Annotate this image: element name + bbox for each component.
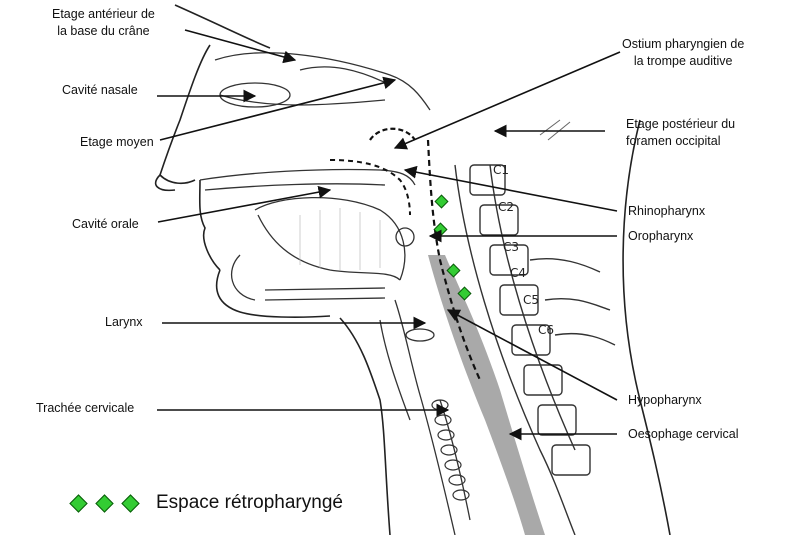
arrow-etage-anterieur <box>184 29 297 64</box>
label-etage-posterieur-line2: foramen occipital <box>626 134 721 148</box>
legend-marker-diamond <box>69 493 88 513</box>
label-trachee: Trachée cervicale <box>36 401 135 415</box>
occipital-outline <box>539 119 571 141</box>
legend-marker-diamond <box>95 493 114 513</box>
vertebra-label-c6: C6 <box>538 323 555 337</box>
head-outline <box>154 4 671 535</box>
tongue-structures <box>231 196 415 301</box>
trachea-rings <box>431 399 470 501</box>
label-larynx: Larynx <box>105 315 143 329</box>
vertebra-label-c5: C5 <box>523 293 540 307</box>
label-etage-anterieur-line1: Etage antérieur de <box>52 7 155 21</box>
ostium-dashed-arc <box>369 127 416 141</box>
arrow-cavite-orale <box>157 185 332 223</box>
label-etage-moyen: Etage moyen <box>80 135 154 149</box>
label-etage-posterieur: Etage postérieur du foramen occipital <box>626 116 735 150</box>
leader-arrows <box>157 29 621 441</box>
label-etage-posterieur-line1: Etage postérieur du <box>626 117 736 131</box>
label-cavite-nasale: Cavité nasale <box>62 83 138 97</box>
pharynx-shading <box>428 255 545 535</box>
palate-dashed-line <box>329 159 411 216</box>
legend: Espace rétropharyngé <box>69 492 343 514</box>
marker-diamond <box>434 194 449 209</box>
marker-diamond <box>446 263 461 278</box>
label-etage-anterieur-line2: la base du crâne <box>57 24 150 38</box>
label-ostium-line1: Ostium pharyngien de <box>622 37 745 51</box>
vertebra-label-c1: C1 <box>493 163 510 177</box>
label-ostium: Ostium pharyngien de la trompe auditive <box>622 36 744 70</box>
retropharyngeal-dashed-line <box>426 139 482 381</box>
label-cavite-orale: Cavité orale <box>72 217 139 231</box>
nasal-palate-structures <box>199 52 431 191</box>
label-etage-anterieur: Etage antérieur de la base du crâne <box>52 6 155 40</box>
label-oropharynx: Oropharynx <box>628 229 694 243</box>
tongue-hatching <box>299 208 381 270</box>
label-ostium-line2: la trompe auditive <box>633 54 733 68</box>
label-oesophage: Oesophage cervical <box>628 427 739 441</box>
legend-marker-diamond <box>121 493 140 513</box>
vertebra-label-c3: C3 <box>503 240 520 254</box>
arrow-rhinopharynx <box>403 165 618 212</box>
marker-diamond <box>457 286 472 301</box>
vertebra-label-c4: C4 <box>510 266 527 280</box>
label-hypopharynx: Hypopharynx <box>628 393 702 407</box>
arrow-hypopharynx <box>446 309 618 401</box>
legend-text: Espace rétropharyngé <box>156 492 343 513</box>
vertebra-label-c2: C2 <box>498 200 515 214</box>
vertebral-column <box>454 164 616 535</box>
arrow-ostium <box>393 51 621 150</box>
arrow-etage-moyen <box>159 76 397 141</box>
label-rhinopharynx: Rhinopharynx <box>628 204 706 218</box>
